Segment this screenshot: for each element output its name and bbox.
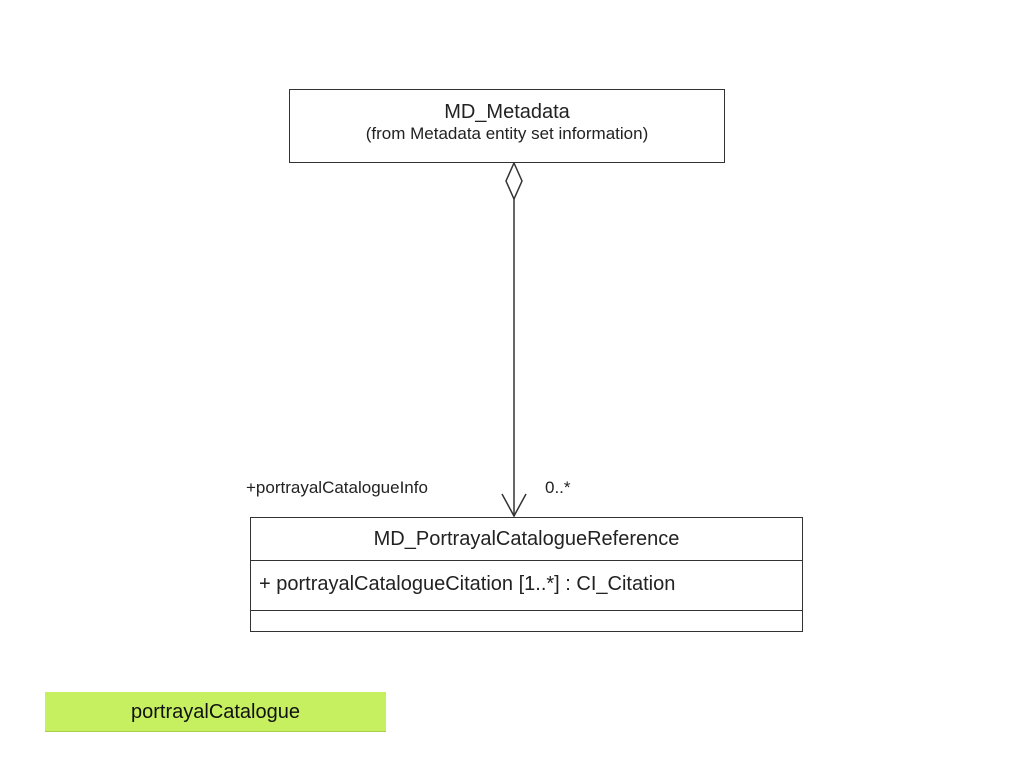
md-metadata-class-source: (from Metadata entity set information) xyxy=(365,124,649,143)
association-multiplicity-label: 0..* xyxy=(545,478,571,497)
navigability-arrowhead xyxy=(501,493,527,518)
portrayal-reference-attribute: + portrayalCatalogueCitation [1..*] : CI… xyxy=(251,561,802,611)
aggregation-diamond xyxy=(505,161,523,201)
md-metadata-class-name: MD_Metadata xyxy=(444,101,570,123)
md-metadata-class: MD_Metadata (from Metadata entity set in… xyxy=(289,89,725,163)
association-role-label: +portrayalCatalogueInfo xyxy=(246,478,428,497)
md-portrayal-catalogue-reference-class: MD_PortrayalCatalogueReference + portray… xyxy=(250,517,803,632)
portrayal-reference-class-name: MD_PortrayalCatalogueReference xyxy=(251,518,802,561)
caption-label: portrayalCatalogue xyxy=(45,692,386,732)
